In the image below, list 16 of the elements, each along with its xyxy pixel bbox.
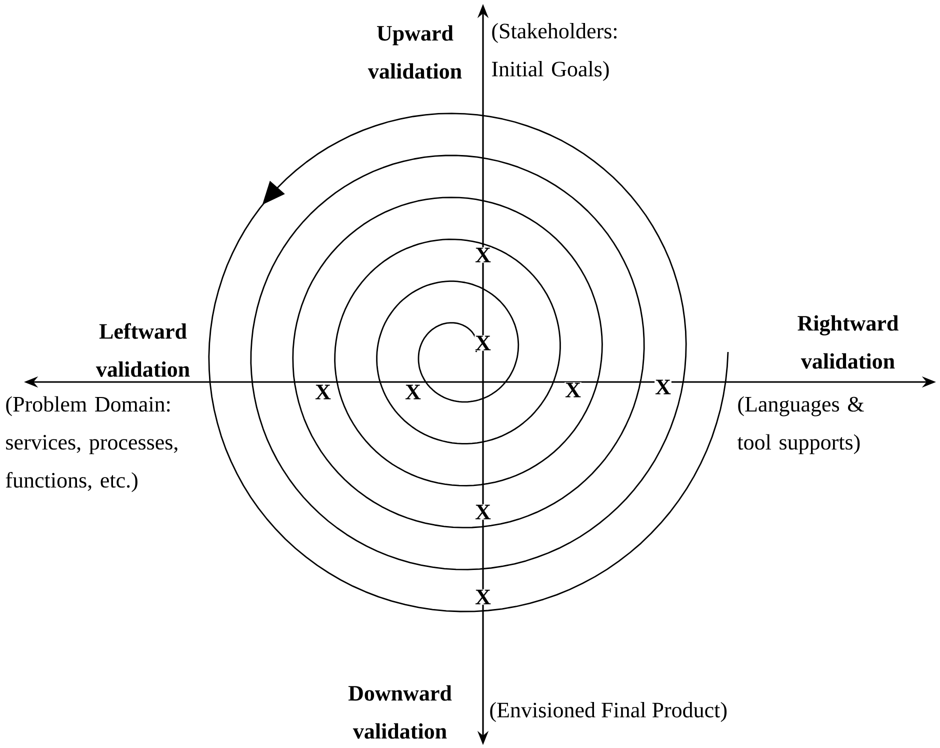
note-text: (Problem Domain: services, processes, functions, etc.) — [6, 396, 178, 492]
x-mark: X — [474, 504, 492, 520]
note-text: (Languages & tool supports) — [737, 396, 864, 454]
axis-label: Rightward validation — [798, 315, 898, 369]
x-mark: X — [314, 384, 332, 400]
axis-label: Downward validation — [348, 685, 452, 739]
x-mark: X — [474, 589, 492, 605]
note-text: (Stakeholders: Initial Goals) — [492, 23, 616, 81]
axis-label: Leftward validation — [96, 323, 190, 377]
x-mark: X — [654, 379, 672, 395]
x-mark: X — [474, 247, 492, 263]
x-mark: X — [564, 382, 582, 398]
x-mark: X — [474, 335, 492, 351]
note-text: (Envisioned Final Product) — [490, 702, 727, 722]
axis-label: Upward validation — [368, 25, 462, 79]
x-mark: X — [404, 384, 422, 400]
